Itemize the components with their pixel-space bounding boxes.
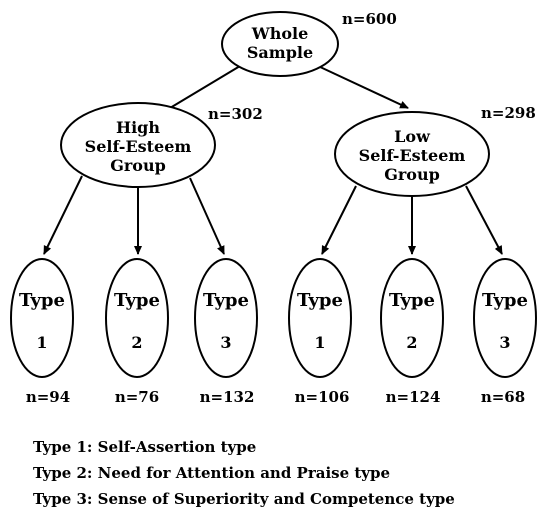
type-count: n=76 xyxy=(115,388,159,406)
type-number: 3 xyxy=(220,333,231,352)
tree-diagram: Whole Sample n=600 High Self-Esteem Grou… xyxy=(10,10,537,406)
type-label: Type xyxy=(19,290,65,311)
type-number: 2 xyxy=(131,333,142,352)
arrow-low-to-type1 xyxy=(321,185,357,255)
type-label: Type xyxy=(389,290,435,311)
type-node-high-2: Type 2 n=76 xyxy=(105,258,169,406)
type-ellipse xyxy=(473,258,537,378)
low-group-ellipse xyxy=(334,111,490,197)
type-ellipse xyxy=(10,258,74,378)
root-ellipse xyxy=(221,11,339,77)
root-label-line-2: Sample xyxy=(247,43,313,62)
type-count: n=124 xyxy=(386,388,441,406)
high-group-count: n=302 xyxy=(208,105,263,123)
type-number: 1 xyxy=(314,333,325,352)
high-group-label-line-1: High xyxy=(116,118,160,137)
type-count: n=106 xyxy=(295,388,350,406)
type-count: n=68 xyxy=(481,388,525,406)
high-group-label-line-2: Self-Esteem xyxy=(85,137,192,156)
type-label: Type xyxy=(203,290,249,311)
type-node-low-3: Type 3 n=68 xyxy=(473,258,537,406)
low-group-label-line-3: Group xyxy=(384,165,440,184)
type-ellipse xyxy=(194,258,258,378)
low-group-count: n=298 xyxy=(481,104,536,122)
type-label: Type xyxy=(482,290,528,311)
arrow-low-to-type3 xyxy=(465,185,503,255)
legend-item-type-2: Type 2: Need for Attention and Praise ty… xyxy=(33,464,391,482)
type-node-high-3: Type 3 n=132 xyxy=(194,258,258,406)
type-label: Type xyxy=(114,290,160,311)
arrow-high-to-type3 xyxy=(189,177,225,255)
type-node-high-1: Type 1 n=94 xyxy=(10,258,74,406)
high-group-ellipse xyxy=(60,102,216,188)
type-ellipse xyxy=(288,258,352,378)
high-group-label-line-3: Group xyxy=(110,156,166,175)
root-label-line-1: Whole xyxy=(251,24,309,43)
low-group-label-line-2: Self-Esteem xyxy=(359,146,466,165)
type-ellipse xyxy=(380,258,444,378)
arrow-root-to-low xyxy=(317,65,409,109)
type-node-low-2: Type 2 n=124 xyxy=(380,258,444,406)
type-number: 3 xyxy=(499,333,510,352)
low-group-label-line-1: Low xyxy=(394,127,431,146)
low-group-node: Low Self-Esteem Group n=298 xyxy=(334,104,536,197)
legend: Type 1: Self-Assertion type Type 2: Need… xyxy=(33,434,455,512)
type-number: 1 xyxy=(36,333,47,352)
type-count: n=132 xyxy=(200,388,255,406)
type-count: n=94 xyxy=(26,388,70,406)
type-node-low-1: Type 1 n=106 xyxy=(288,258,352,406)
arrow-high-to-type1 xyxy=(43,175,83,255)
root-count: n=600 xyxy=(342,10,397,28)
root-node: Whole Sample n=600 xyxy=(221,10,397,77)
high-group-node: High Self-Esteem Group n=302 xyxy=(60,102,263,188)
legend-item-type-3: Type 3: Sense of Superiority and Compete… xyxy=(33,490,455,508)
type-number: 2 xyxy=(406,333,417,352)
type-label: Type xyxy=(297,290,343,311)
legend-item-type-1: Type 1: Self-Assertion type xyxy=(33,438,257,456)
type-ellipse xyxy=(105,258,169,378)
